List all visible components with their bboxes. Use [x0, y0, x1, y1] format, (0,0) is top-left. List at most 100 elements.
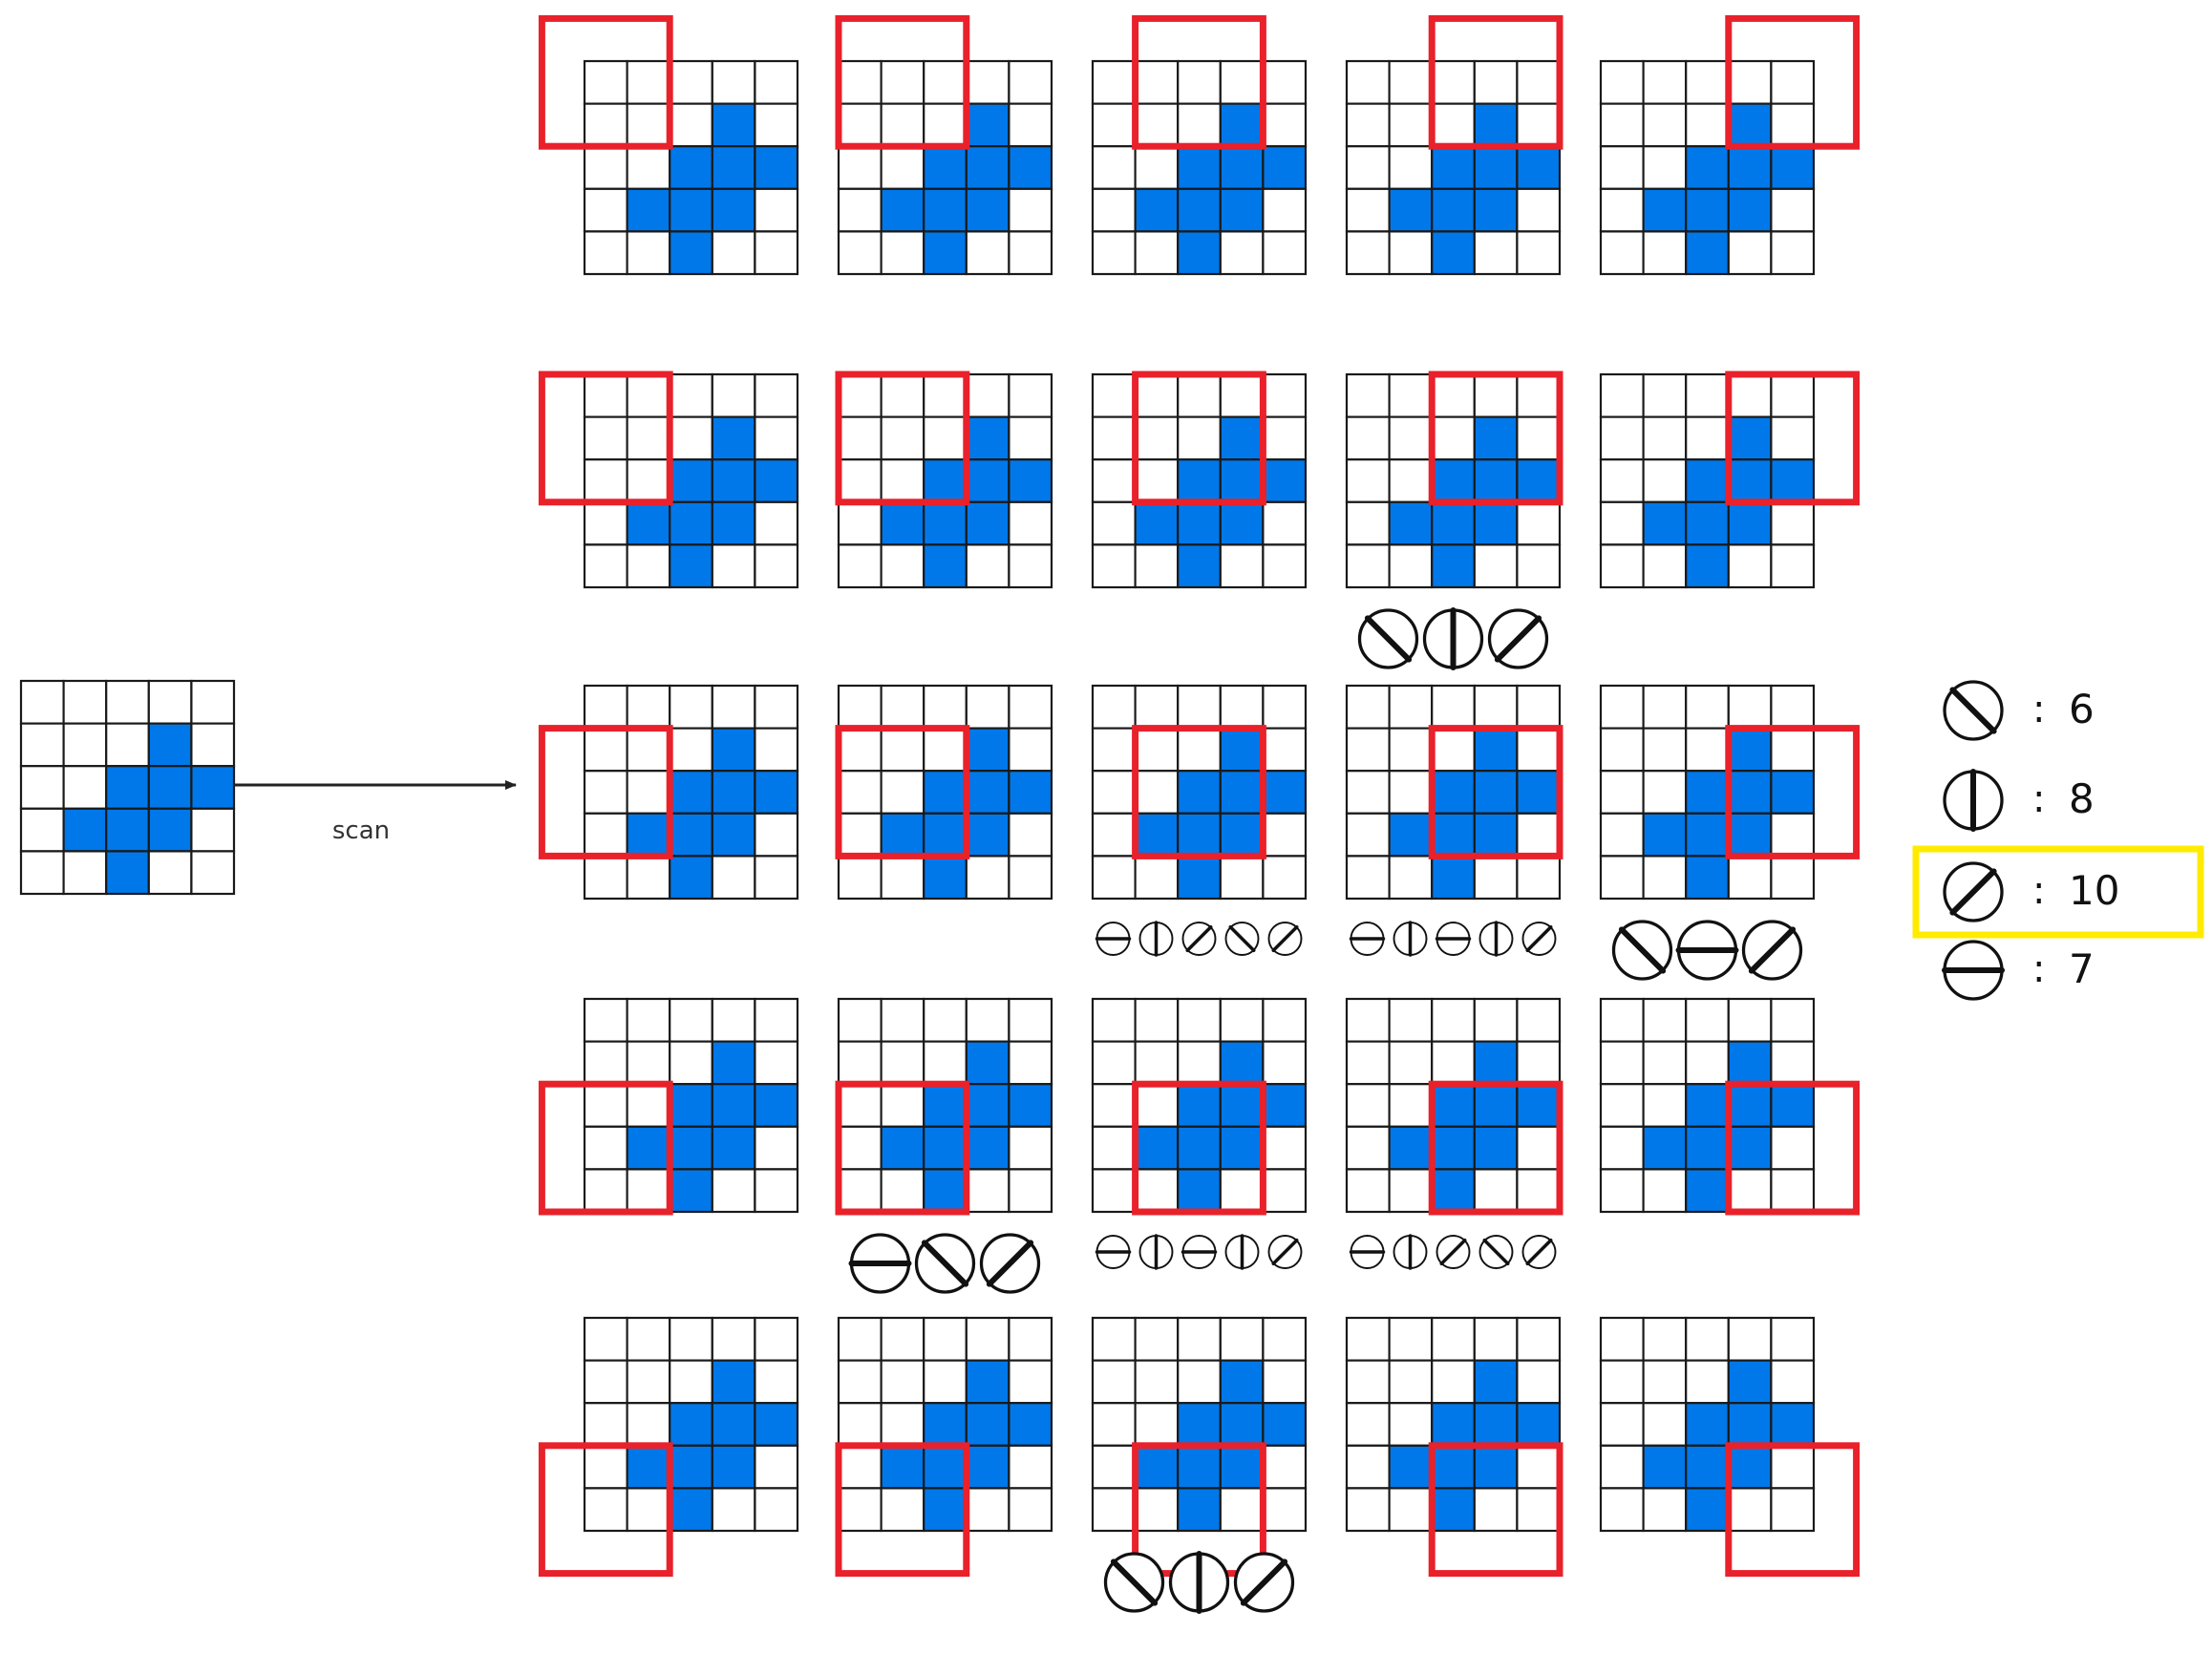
grid-cell — [1219, 500, 1265, 546]
grid-cell — [1642, 145, 1688, 190]
grid-cell — [837, 500, 883, 546]
match-icons — [1103, 1551, 1295, 1614]
orientation-legend: :6:8:10:7 — [1912, 680, 2204, 1001]
match-icons — [1349, 1234, 1557, 1270]
grid-cell — [1431, 1083, 1476, 1128]
grid-cell — [669, 500, 713, 546]
grid-cell — [669, 372, 713, 418]
grid-cell — [1091, 1316, 1137, 1362]
grid-cell — [1473, 230, 1519, 276]
grid-cell — [626, 1402, 671, 1447]
grid-cell — [1008, 1083, 1053, 1128]
scan-step — [1091, 371, 1308, 589]
grid-cell — [583, 770, 628, 815]
grid-cell — [837, 543, 883, 589]
grid-cell — [1134, 500, 1180, 546]
kernel-window — [835, 725, 970, 859]
grid-cell — [583, 684, 628, 730]
grid-cell — [1770, 684, 1816, 730]
grid-cell — [1473, 145, 1519, 190]
grid-cell — [1727, 59, 1773, 105]
grid-cell — [1091, 727, 1137, 773]
grid-cell — [1345, 415, 1391, 461]
grid-cell — [669, 1125, 713, 1171]
source-image — [19, 679, 236, 896]
grid-cell — [1431, 500, 1476, 546]
grid-cell — [1685, 727, 1730, 773]
grid-cell — [1473, 770, 1519, 815]
kernel-window — [1428, 1442, 1563, 1578]
grid-cell — [1685, 102, 1730, 148]
scan-grid — [1345, 372, 1562, 589]
grid-cell — [1599, 543, 1645, 589]
grid-cell — [1177, 415, 1222, 461]
grid-cell — [1091, 145, 1137, 190]
grid-cell — [19, 807, 65, 853]
backslash-orientation-icon — [1478, 1235, 1514, 1269]
grid-cell — [1642, 1487, 1688, 1533]
grid-cell — [880, 102, 925, 148]
grid-cell — [1091, 812, 1137, 858]
grid-cell — [1516, 812, 1562, 858]
grid-cell — [1134, 1359, 1180, 1405]
kernel-window — [538, 14, 673, 150]
grid-cell — [1516, 1125, 1562, 1171]
grid-cell — [1599, 102, 1645, 148]
grid-cell — [837, 1168, 883, 1214]
grid-cell — [923, 372, 968, 418]
grid-cell — [1262, 230, 1308, 276]
grid-cell — [1431, 727, 1476, 773]
grid-cell — [880, 1359, 925, 1405]
grid-cell — [1134, 230, 1180, 276]
grid-cell — [711, 770, 756, 815]
kernel-window — [538, 725, 673, 859]
grid-cell — [1727, 1125, 1773, 1171]
kernel-window — [1428, 14, 1563, 150]
horizontal-orientation-icon — [1349, 1235, 1386, 1269]
grid-cell — [1388, 102, 1434, 148]
grid-cell — [669, 145, 713, 190]
grid-cell — [1262, 500, 1308, 546]
grid-cell — [1388, 1487, 1434, 1533]
grid-cell — [711, 415, 756, 461]
grid-cell — [923, 1125, 968, 1171]
grid-cell — [923, 684, 968, 730]
grid-cell — [754, 415, 799, 461]
grid-cell — [1431, 1316, 1476, 1362]
horizontal-orientation-icon — [1435, 922, 1472, 956]
grid-cell — [1473, 1487, 1519, 1533]
scan-step — [835, 1316, 1053, 1578]
scan-grid — [583, 684, 799, 901]
grid-cell — [62, 765, 108, 810]
horizontal-orientation-icon — [1675, 920, 1739, 981]
legend-item-slash: :10 — [1912, 845, 2204, 939]
grid-cell — [965, 1040, 1010, 1086]
grid-cell — [1770, 997, 1816, 1043]
grid-cell — [1177, 727, 1222, 773]
grid-cell — [1008, 684, 1053, 730]
kernel-window — [1132, 14, 1266, 150]
grid-cell — [1642, 230, 1688, 276]
grid-cell — [1642, 543, 1688, 589]
scan-grid — [583, 997, 799, 1214]
grid-cell — [190, 722, 236, 768]
grid-cell — [1770, 855, 1816, 901]
kernel-window — [1725, 1080, 1861, 1216]
grid-cell — [1685, 230, 1730, 276]
grid-cell — [1008, 59, 1053, 105]
grid-cell — [1473, 812, 1519, 858]
grid-cell — [1727, 684, 1773, 730]
grid-cell — [711, 855, 756, 901]
grid-cell — [1431, 1402, 1476, 1447]
slash-orientation-icon — [1233, 1552, 1295, 1613]
grid-cell — [1642, 770, 1688, 815]
grid-cell — [1388, 500, 1434, 546]
grid-cell — [1134, 1402, 1180, 1447]
grid-cell — [1642, 1444, 1688, 1490]
grid-cell — [626, 1168, 671, 1214]
grid-cell — [711, 1125, 756, 1171]
grid-cell — [1219, 1359, 1265, 1405]
grid-cell — [1177, 1083, 1222, 1128]
grid-cell — [1685, 1316, 1730, 1362]
grid-cell — [1685, 1402, 1730, 1447]
